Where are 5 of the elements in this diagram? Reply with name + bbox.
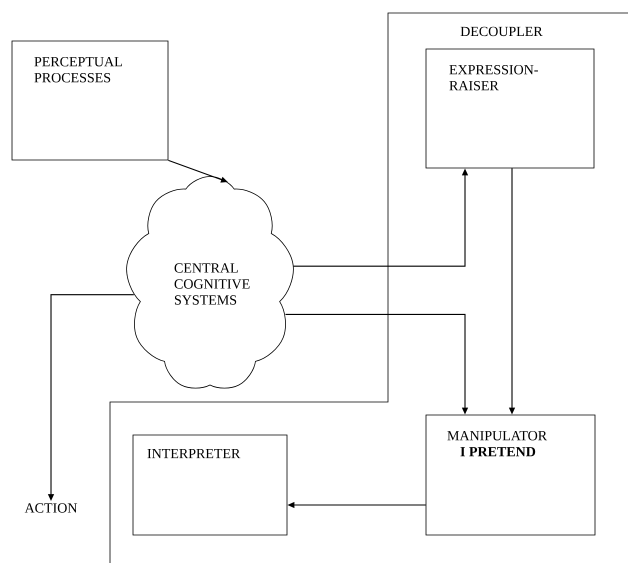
process-box: PERCEPTUAL PROCESSES bbox=[12, 40, 168, 160]
output-label: ACTION bbox=[24, 503, 78, 513]
process-box: MANIPULATOR I PRETEND bbox=[426, 414, 596, 536]
process-box: INTERPRETER bbox=[132, 434, 288, 536]
process-box: EXPRESSION- RAISER bbox=[426, 48, 594, 168]
